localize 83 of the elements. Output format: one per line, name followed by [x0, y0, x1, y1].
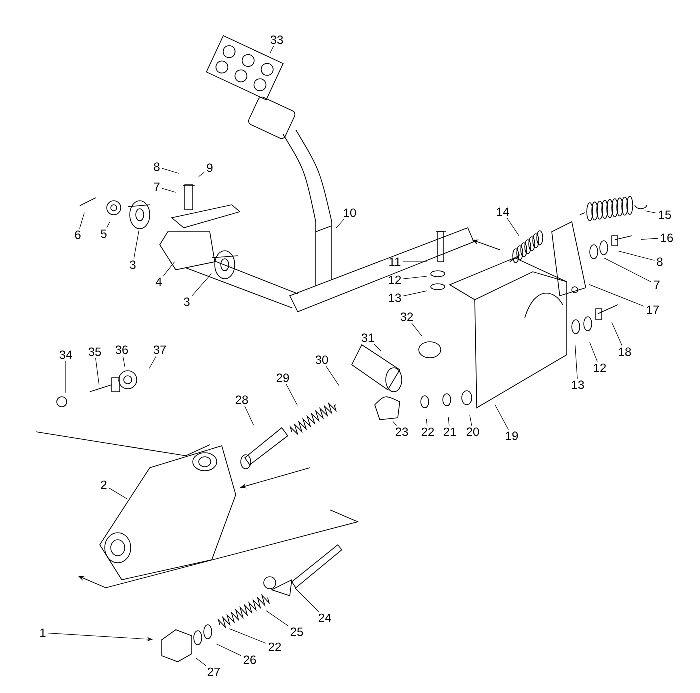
callout-number: 8	[657, 258, 663, 266]
leader-line	[162, 188, 176, 193]
leader-line	[266, 610, 289, 626]
callout-number: 3	[184, 298, 190, 306]
leader-line	[612, 322, 623, 346]
callout-number: 14	[497, 208, 510, 216]
callout-number: 10	[344, 208, 356, 218]
leader-line	[644, 210, 657, 214]
callout-number: 18	[619, 348, 632, 356]
callout-number: 5	[101, 230, 107, 238]
callout-number: 12	[594, 364, 606, 372]
callout-number: 4	[156, 278, 162, 286]
callout-number: 15	[659, 210, 672, 220]
callout-number: 8	[154, 162, 160, 172]
callout-number: 12	[389, 276, 402, 284]
callout-number: 34	[60, 350, 72, 360]
callout-number: 7	[154, 182, 160, 192]
callout-number: 29	[276, 374, 290, 382]
leader-line	[589, 284, 645, 307]
leader-line	[96, 358, 100, 386]
callout-number: 27	[208, 668, 220, 676]
leader-line	[448, 416, 450, 426]
callout-number: 11	[390, 258, 401, 266]
leader-line	[108, 488, 128, 500]
callout-number: 3	[130, 260, 136, 270]
leader-line	[122, 356, 126, 368]
leader-line	[426, 418, 428, 426]
leader-line	[640, 238, 659, 240]
leader-line	[393, 422, 398, 426]
leader-line	[403, 290, 428, 296]
leader-line	[216, 644, 242, 656]
callout-number: 17	[647, 306, 660, 314]
callout-number: 13	[572, 380, 584, 390]
callout-number: 33	[270, 36, 284, 44]
leader-line	[270, 46, 274, 54]
leader-line	[326, 366, 340, 386]
callout-number: 19	[506, 432, 518, 440]
leader-line	[196, 658, 206, 666]
leader-line	[106, 222, 110, 228]
leader-line	[412, 322, 422, 336]
callout-number: 28	[236, 396, 248, 404]
callout-number: 24	[318, 614, 332, 622]
callout-number: 36	[116, 346, 128, 354]
callout-number: 16	[661, 234, 674, 242]
callout-number: 37	[154, 346, 166, 354]
callout-number: 31	[362, 334, 374, 342]
callout-number: 2	[101, 480, 107, 490]
leader-line	[149, 356, 157, 369]
leader-line	[618, 251, 656, 261]
leader-line	[134, 230, 140, 260]
leader-line	[336, 218, 345, 229]
callout-number: 6	[75, 230, 81, 240]
callout-number: 22	[422, 428, 434, 436]
leader-line	[374, 344, 382, 352]
callout-number: 7	[654, 280, 660, 290]
callout-number: 26	[244, 656, 256, 664]
leader-line	[470, 414, 472, 426]
callout-number: 25	[290, 628, 304, 636]
callout-number: 35	[88, 348, 102, 356]
callout-number: 9	[207, 164, 213, 172]
leader-line	[198, 172, 206, 178]
leader-line	[575, 344, 578, 380]
callout-number: 13	[389, 294, 402, 302]
leader-line	[229, 628, 267, 644]
leader-line	[495, 405, 509, 430]
leader-line	[286, 384, 298, 406]
callout-number: 1	[40, 628, 46, 638]
leader-line	[295, 588, 320, 612]
callout-number: 20	[466, 428, 480, 436]
callout-number: 30	[316, 356, 328, 364]
leader-line	[192, 274, 212, 296]
leader-line	[80, 212, 85, 230]
leader-line	[403, 276, 428, 280]
callout-number: 22	[268, 642, 282, 652]
leader-line	[604, 258, 652, 283]
leader-line	[244, 406, 254, 426]
leader-line	[506, 218, 520, 236]
callout-number: 23	[396, 428, 408, 436]
leader-line	[590, 342, 598, 362]
callout-number: 21	[444, 428, 456, 436]
leader-line	[162, 168, 180, 174]
callout-number: 32	[400, 312, 414, 322]
leader-line	[163, 262, 176, 276]
